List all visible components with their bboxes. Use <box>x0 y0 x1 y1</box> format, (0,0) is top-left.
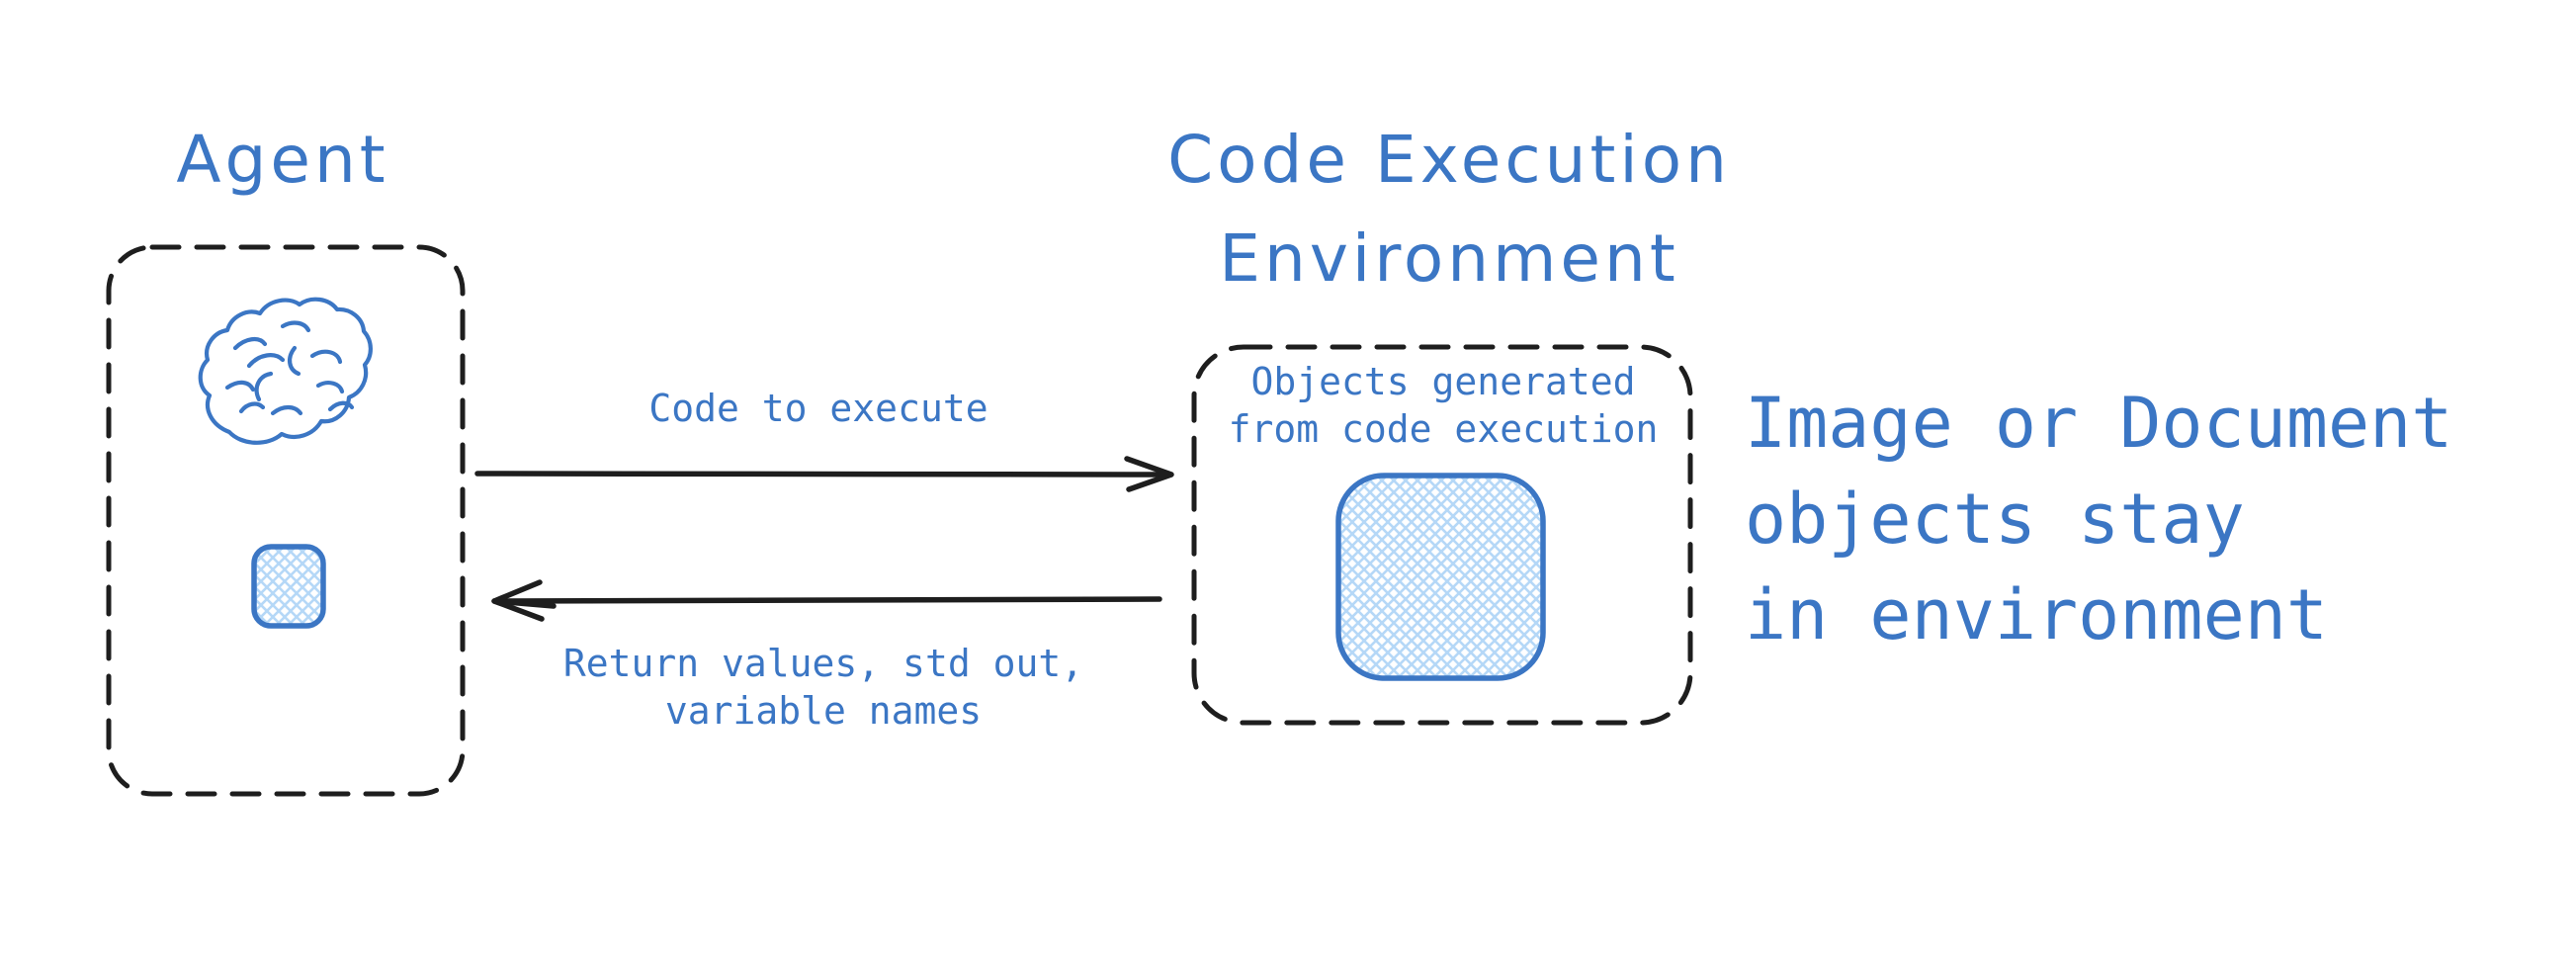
side-note-line3: in environment <box>1745 574 2329 655</box>
side-note: Image or Document objects stay in enviro… <box>1745 376 2452 663</box>
agent-title-text: Agent <box>176 122 389 198</box>
side-note-line1: Image or Document <box>1745 383 2453 464</box>
arrow-to-agent-label: Return values, std out, variable names <box>547 640 1100 735</box>
crosshatched-object-icon <box>251 544 326 629</box>
side-note-line2: objects stay <box>1745 478 2245 560</box>
environment-box-label-line2: from code execution <box>1228 407 1659 451</box>
arrow-to-environment-label: Code to execute <box>648 387 988 430</box>
agent-box <box>106 244 466 797</box>
environment-box-label-line1: Objects generated <box>1250 360 1636 403</box>
environment-box <box>1191 344 1693 726</box>
arrow-to-environment <box>474 456 1174 492</box>
crosshatched-object-icon <box>1335 473 1546 681</box>
brain-icon <box>198 297 373 445</box>
environment-box-label: Objects generated from code execution <box>1198 358 1688 453</box>
environment-title: Code Execution Environment <box>1113 111 1785 308</box>
environment-title-line1: Code Execution <box>1167 122 1731 198</box>
environment-title-line2: Environment <box>1219 220 1679 297</box>
arrow-to-agent-label-line2: variable names <box>664 689 983 733</box>
arrow-to-agent <box>491 579 1162 622</box>
arrow-to-agent-label-line1: Return values, std out, <box>562 642 1084 685</box>
agent-title: Agent <box>125 111 441 210</box>
